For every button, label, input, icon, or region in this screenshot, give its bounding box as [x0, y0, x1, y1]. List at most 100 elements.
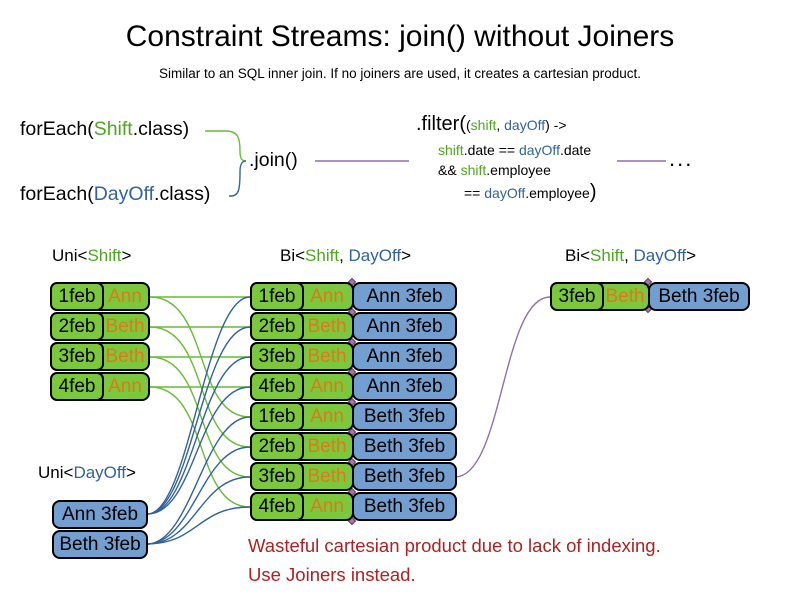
code-text: .employee	[525, 185, 590, 201]
shift-employee: Ann	[310, 405, 344, 427]
code-dayoff-arg: dayOff	[518, 142, 560, 158]
label-bi-right: Bi<Shift, DayOff>	[565, 246, 696, 266]
shift-employee: Ann	[108, 285, 142, 307]
dayoff-card: Beth 3feb	[352, 462, 457, 491]
label-dayoff: DayOff	[633, 246, 687, 265]
code-foreach-dayoff: forEach(DayOff.class)	[20, 183, 210, 206]
shift-date: 3feb	[550, 282, 604, 311]
dayoff-card: Ann 3feb	[352, 312, 457, 341]
code-text: ) ->	[545, 117, 567, 133]
dayoff-card: Beth 3feb	[352, 402, 457, 431]
cartesian-row: 4feb Ann Beth 3feb	[250, 492, 457, 521]
shift-date: 2feb	[250, 432, 304, 461]
code-text: forEach(	[20, 183, 94, 205]
code-join: .join()	[249, 149, 298, 171]
dayoff-card: Beth 3feb	[352, 492, 457, 521]
dayoff-card: Ann 3feb	[352, 372, 457, 401]
code-filter: .filter((shift, dayOff) -> shift.date ==…	[416, 114, 597, 203]
label-text: Uni<	[52, 246, 88, 265]
cartesian-row: 4feb Ann Ann 3feb	[250, 372, 457, 401]
shift-date: 4feb	[250, 492, 304, 521]
shift-card: 4feb Ann	[250, 492, 354, 521]
filter-line-1: .filter((shift, dayOff) ->	[416, 114, 597, 135]
shift-date: 3feb	[250, 462, 304, 491]
shift-employee: Beth	[307, 435, 347, 457]
label-shift: Shift	[590, 246, 625, 265]
label-text: >	[126, 463, 136, 482]
code-dayoff-arg: dayOff	[504, 117, 546, 133]
dayoff-card: Ann 3feb	[52, 500, 148, 529]
shift-date: 1feb	[250, 282, 304, 311]
label-shift: Shift	[87, 246, 122, 265]
shift-employee: Ann	[108, 375, 142, 397]
code-shift-arg: shift	[460, 162, 487, 178]
dayoff-row: Beth 3feb	[52, 530, 148, 559]
shift-employee: Beth	[105, 345, 145, 367]
label-text: >	[401, 246, 412, 265]
code-text: .employee	[486, 162, 551, 178]
code-text: ,	[496, 117, 505, 133]
label-text: Bi<	[280, 246, 306, 265]
code-text: .filter(	[416, 113, 466, 135]
dayoff-card: Ann 3feb	[352, 282, 457, 311]
shift-date: 1feb	[50, 282, 104, 311]
code-shift-arg: shift	[438, 142, 464, 158]
label-bi-mid: Bi<Shift, DayOff>	[280, 246, 411, 266]
warning-line-1: Wasteful cartesian product due to lack o…	[248, 535, 661, 556]
shift-date: 3feb	[50, 342, 104, 371]
code-text: .class)	[132, 118, 190, 140]
code-text: forEach(	[20, 118, 94, 140]
shift-employee: Beth	[605, 285, 645, 307]
filter-line-4: == dayOff.employee)	[416, 182, 597, 203]
label-text: >	[686, 246, 697, 265]
label-dayoff: DayOff	[348, 246, 402, 265]
dayoff-card: Beth 3feb	[52, 530, 148, 559]
shift-employee: Beth	[307, 345, 347, 367]
page-title: Constraint Streams: join() without Joine…	[125, 20, 675, 53]
filter-line-2: shift.date == dayOff.date	[416, 140, 597, 160]
label-uni-dayoff: Uni<DayOff>	[38, 463, 136, 483]
warning-text: Wasteful cartesian product due to lack o…	[248, 531, 661, 589]
page-subtitle: Similar to an SQL inner join. If no join…	[159, 66, 641, 81]
code-foreach-shift: forEach(Shift.class)	[20, 118, 189, 141]
label-text: Bi<	[565, 246, 591, 265]
shift-date: 3feb	[250, 342, 304, 371]
code-text: &&	[438, 162, 461, 178]
shift-employee: Ann	[310, 285, 344, 307]
shift-card: 4feb Ann	[250, 372, 354, 401]
shift-employee: Ann	[310, 375, 344, 397]
code-text: ==	[464, 185, 485, 201]
label-uni-shift: Uni<Shift>	[52, 246, 131, 266]
label-shift: Shift	[305, 246, 340, 265]
shift-employee: Ann	[310, 495, 344, 517]
label-dayoff: DayOff	[73, 463, 127, 482]
code-shift-arg: shift	[470, 117, 497, 133]
shift-date: 4feb	[250, 372, 304, 401]
shift-employee: Beth	[307, 465, 347, 487]
shift-employee: Beth	[105, 315, 145, 337]
code-text: .date	[559, 142, 592, 158]
code-text: .date ==	[463, 142, 519, 158]
shift-card: 1feb Ann	[250, 282, 354, 311]
code-dayoff-class: DayOff	[93, 183, 155, 205]
shift-date: 2feb	[50, 312, 104, 341]
